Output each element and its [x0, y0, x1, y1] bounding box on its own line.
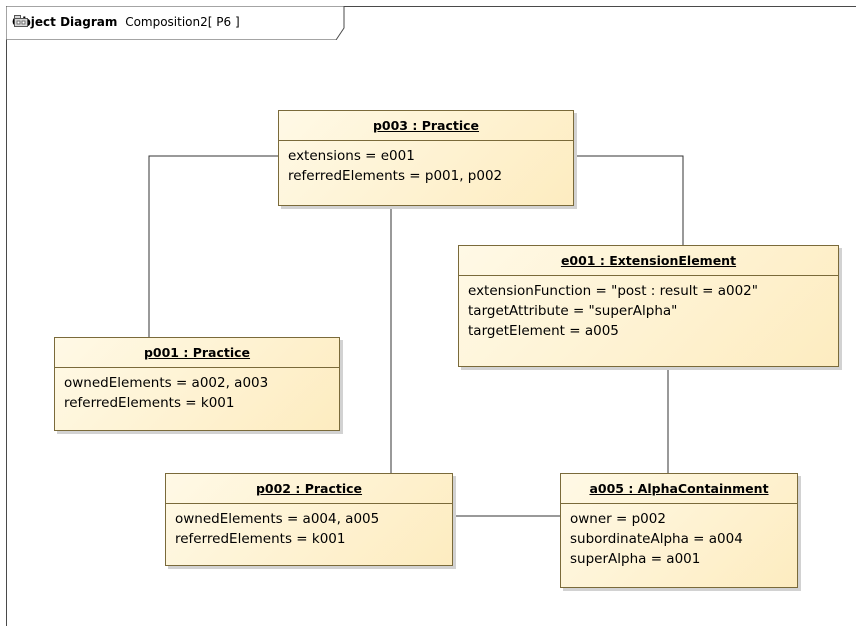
slot-owned-elements: ownedElements = a004, a005 [175, 511, 380, 527]
object-title: p002 : Practice [166, 474, 452, 504]
open-bracket: [ [207, 15, 213, 29]
slot-referred-elements: referredElements = k001 [175, 531, 346, 547]
diagram-kind: Object Diagram [12, 15, 118, 29]
package-name: P6 [216, 15, 232, 29]
slot-extensions: extensions = e001 [288, 148, 415, 164]
link-p003-p001[interactable] [148, 155, 278, 337]
object-title: a005 : AlphaContainment [561, 474, 797, 504]
slot-referred-elements: referredElements = p001, p002 [288, 168, 503, 184]
object-title: p003 : Practice [279, 111, 573, 141]
close-bracket: ] [234, 15, 240, 29]
slot-super-alpha: superAlpha = a001 [570, 551, 701, 567]
object-title: e001 : ExtensionElement [459, 246, 838, 276]
slot-extension-function: extensionFunction = "post : result = a00… [468, 283, 758, 299]
frame-tab-outline [6, 6, 345, 40]
slot-target-element: targetElement = a005 [468, 323, 619, 339]
diagram-name: Composition2 [125, 15, 208, 29]
diagram-frame [6, 6, 856, 626]
diagram-frame-tab[interactable]: Object Diagram Composition2[ P6 ] [6, 6, 346, 40]
object-p003[interactable]: p003 : Practice extensions = e001 referr… [278, 110, 574, 206]
link-p003-e001[interactable] [573, 155, 684, 245]
slot-subordinate-alpha: subordinateAlpha = a004 [570, 531, 743, 547]
object-e001[interactable]: e001 : ExtensionElement extensionFunctio… [458, 245, 839, 367]
object-title: p001 : Practice [55, 338, 339, 368]
object-p001[interactable]: p001 : Practice ownedElements = a002, a0… [54, 337, 340, 431]
package-icon [14, 15, 28, 27]
slot-referred-elements: referredElements = k001 [64, 395, 235, 411]
frame-label: Object Diagram Composition2[ P6 ] [12, 15, 240, 29]
object-p002[interactable]: p002 : Practice ownedElements = a004, a0… [165, 473, 453, 566]
slot-owned-elements: ownedElements = a002, a003 [64, 375, 269, 391]
object-a005[interactable]: a005 : AlphaContainment owner = p002 sub… [560, 473, 798, 588]
slot-target-attribute: targetAttribute = "superAlpha" [468, 303, 678, 319]
slot-owner: owner = p002 [570, 511, 666, 527]
